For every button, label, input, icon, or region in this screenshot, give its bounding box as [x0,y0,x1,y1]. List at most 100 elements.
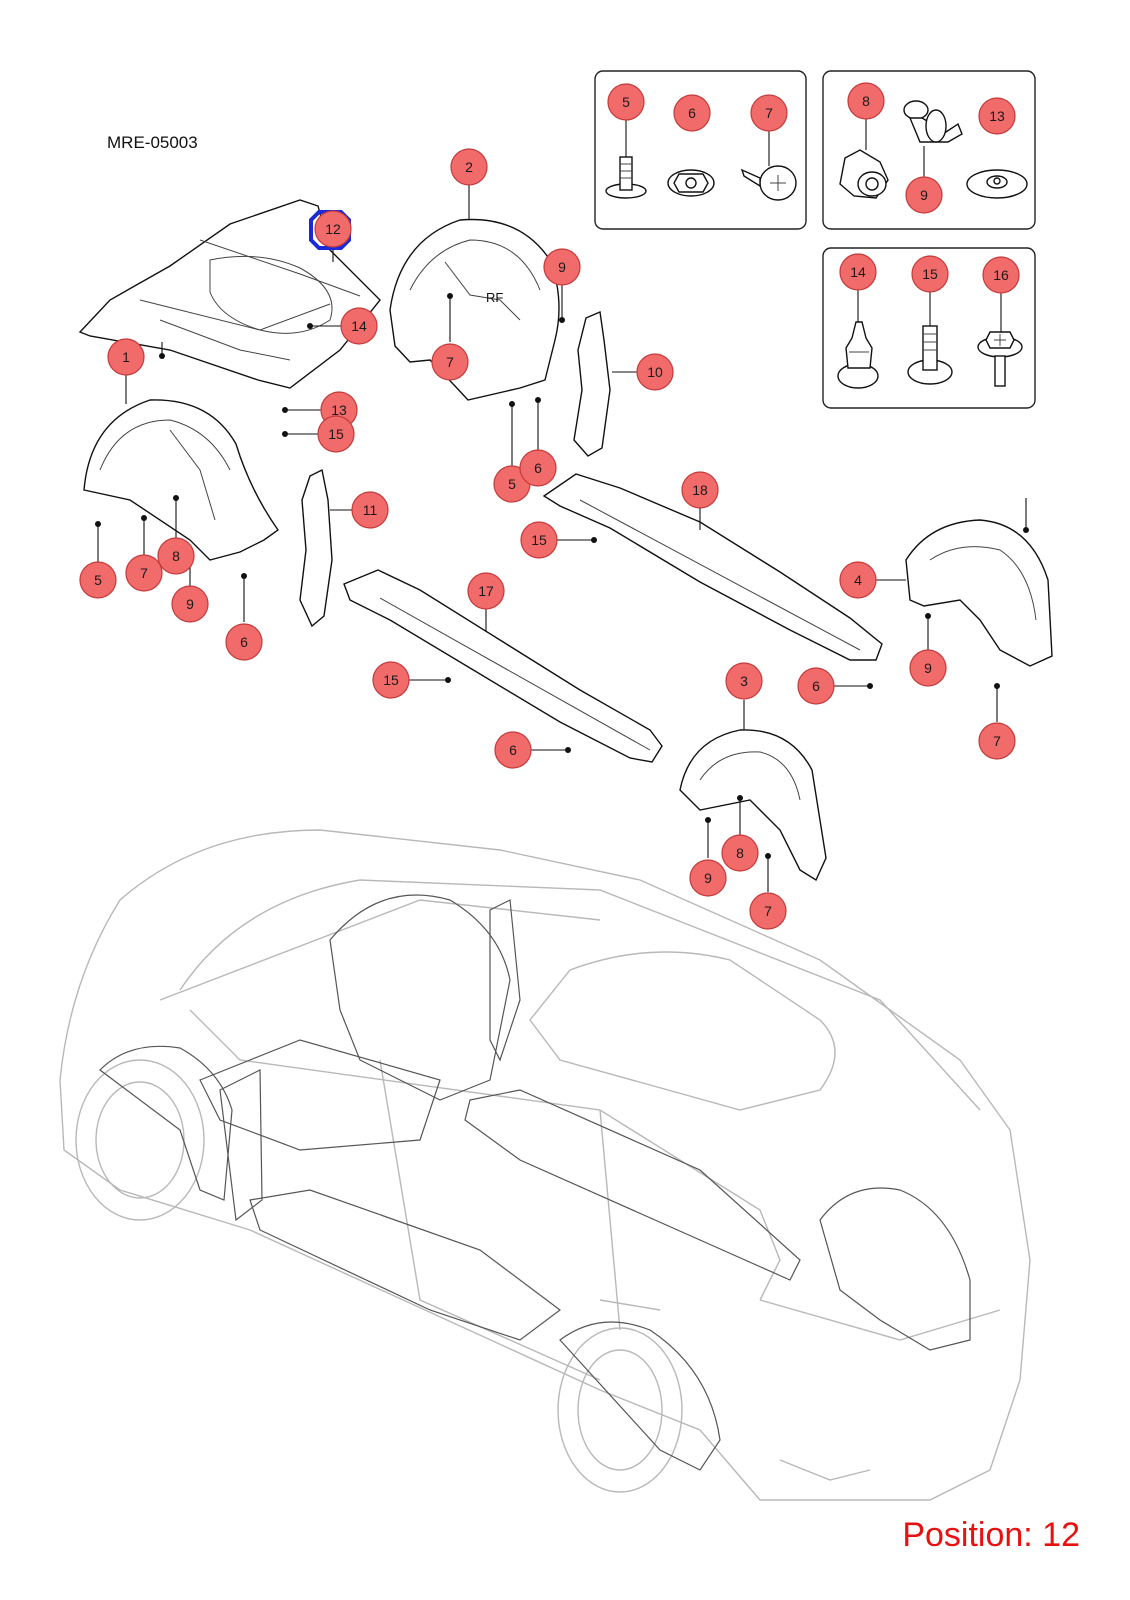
callout-number: 3 [740,673,748,689]
callout-bubble [909,649,947,687]
rear-left-wheel-liner-part [679,729,827,882]
callout-15[interactable]: 15 [520,521,558,559]
nut-fastener-icon [667,169,715,197]
callout-7[interactable]: 7 [431,343,469,381]
callout-14[interactable]: 14 [340,307,378,345]
callout-number: 6 [240,634,248,650]
callout-bubble [372,661,410,699]
callout-7[interactable]: 7 [749,892,787,930]
engine-undercover-part [78,199,381,389]
callout-bubble [157,537,195,575]
callout-number: 13 [331,402,347,418]
callout-bubble [797,667,835,705]
callout-number: 9 [920,187,928,203]
callout-9[interactable]: 9 [689,859,727,897]
callout-bubble [351,491,389,529]
callout-number: 8 [172,548,180,564]
callout-bubble [839,561,877,599]
splash-shield-left-part [299,468,333,628]
callout-3[interactable]: 3 [725,662,763,700]
callout-bubble [636,353,674,391]
callout-13[interactable]: 13 [978,97,1016,135]
callout-bubble [317,415,355,453]
callout-bubble [225,623,263,661]
callout-12[interactable]: 12 [314,210,352,248]
callout-15[interactable]: 15 [911,255,949,293]
callout-17[interactable]: 17 [467,572,505,610]
callout-number: 7 [993,733,1001,749]
callout-11[interactable]: 11 [351,491,389,529]
callout-9[interactable]: 9 [171,585,209,623]
callout-group: 5 6 7 8 9 13 14 15 16 12 2 9 14 7 10 1 13 15 5 6 11 18 15 8 5 7 9 6… [79,82,1020,930]
callout-7[interactable]: 7 [978,722,1016,760]
callout-bubble [340,307,378,345]
callout-bubble [543,248,581,286]
svg-text:RF: RF [486,290,503,305]
callout-9[interactable]: 9 [909,649,947,687]
screw-fastener-icon [740,165,797,201]
callout-number: 6 [534,460,542,476]
callout-bubble [839,253,877,291]
callout-bubble [467,572,505,610]
callout-4[interactable]: 4 [839,561,877,599]
callout-number: 6 [509,742,517,758]
callout-6[interactable]: 6 [494,731,532,769]
callout-bubble [450,148,488,186]
callout-number: 15 [383,672,399,688]
left-side-undercover-part [343,569,663,763]
callout-number: 9 [924,660,932,676]
rivet-clip-icon [837,321,879,389]
callout-6[interactable]: 6 [225,623,263,661]
callout-number: 9 [704,870,712,886]
callout-number: 8 [736,845,744,861]
callout-number: 15 [531,532,547,548]
callout-number: 14 [351,318,367,334]
callout-1[interactable]: 1 [107,338,145,376]
callout-16[interactable]: 16 [982,256,1020,294]
callout-number: 8 [862,93,870,109]
callout-number: 6 [812,678,820,694]
callout-bubble [681,471,719,509]
vehicle-outline [59,829,1031,1501]
callout-8[interactable]: 8 [157,537,195,575]
callout-number: 5 [94,572,102,588]
callout-number: 15 [328,426,344,442]
fastener-box-3 [822,247,1036,409]
callout-9[interactable]: 9 [543,248,581,286]
splash-shield-right-part [573,310,611,457]
callout-8[interactable]: 8 [721,834,759,872]
callout-6[interactable]: 6 [673,94,711,132]
callout-number: 1 [122,349,130,365]
callout-7[interactable]: 7 [750,94,788,132]
callout-number: 7 [446,354,454,370]
callout-number: 17 [478,583,494,599]
fastener-dots [95,293,1029,859]
callout-10[interactable]: 10 [636,353,674,391]
callout-number: 9 [186,596,194,612]
callout-6[interactable]: 6 [797,667,835,705]
callout-5[interactable]: 5 [79,561,117,599]
callout-15[interactable]: 15 [372,661,410,699]
callout-number: 7 [140,565,148,581]
callout-number: 5 [508,476,516,492]
rear-right-wheel-liner-part [905,519,1053,667]
callout-15[interactable]: 15 [317,415,355,453]
callout-bubble [689,859,727,897]
callout-6[interactable]: 6 [519,449,557,487]
right-side-undercover-part [542,473,883,661]
callout-number: 5 [622,94,630,110]
callout-8[interactable]: 8 [847,82,885,120]
callout-18[interactable]: 18 [681,471,719,509]
callout-5[interactable]: 5 [607,83,645,121]
callout-bubble [750,94,788,132]
callout-2[interactable]: 2 [450,148,488,186]
callout-7[interactable]: 7 [125,554,163,592]
callout-bubble [978,722,1016,760]
callout-9[interactable]: 9 [905,176,943,214]
callout-number: 15 [922,266,938,282]
installed-parts [99,894,971,1471]
callout-14[interactable]: 14 [839,253,877,291]
callout-number: 7 [765,105,773,121]
callout-bubble [520,521,558,559]
callout-bubble [125,554,163,592]
